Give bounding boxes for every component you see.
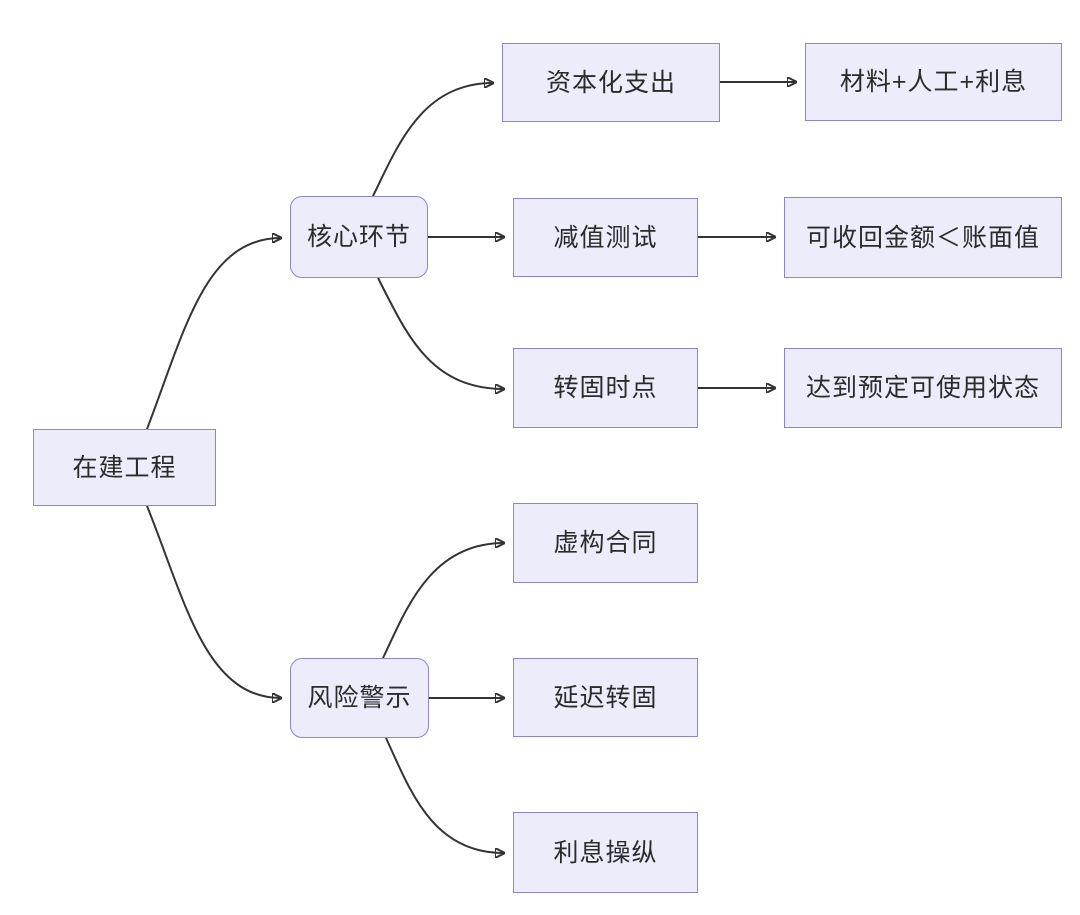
node-ready-for-use-state: 达到预定可使用状态 bbox=[784, 348, 1062, 428]
node-core-steps: 核心环节 bbox=[290, 196, 428, 278]
node-interest-manipulation: 利息操纵 bbox=[513, 812, 698, 893]
edge-root-to-core bbox=[146, 238, 281, 430]
node-risk-warnings: 风险警示 bbox=[290, 658, 429, 738]
node-delayed-capitalization: 延迟转固 bbox=[513, 658, 698, 737]
edge-risk-to-fictitious-contracts bbox=[382, 543, 504, 659]
node-materials-labor-interest: 材料+人工+利息 bbox=[805, 43, 1062, 121]
edge-root-to-risk bbox=[146, 505, 281, 698]
edge-risk-to-interest-manipulation bbox=[385, 737, 504, 853]
node-impairment-test: 减值测试 bbox=[513, 198, 698, 277]
node-transfer-timing: 转固时点 bbox=[513, 348, 698, 428]
node-capitalized-expenditure: 资本化支出 bbox=[502, 43, 720, 122]
node-recoverable-lt-book-value: 可收回金额＜账面值 bbox=[784, 197, 1062, 278]
edge-core-to-transfer-timing bbox=[377, 277, 504, 389]
node-fictitious-contracts: 虚构合同 bbox=[513, 503, 698, 583]
edge-core-to-capitalized-expenditure bbox=[372, 83, 493, 197]
node-construction-in-progress: 在建工程 bbox=[33, 429, 216, 506]
